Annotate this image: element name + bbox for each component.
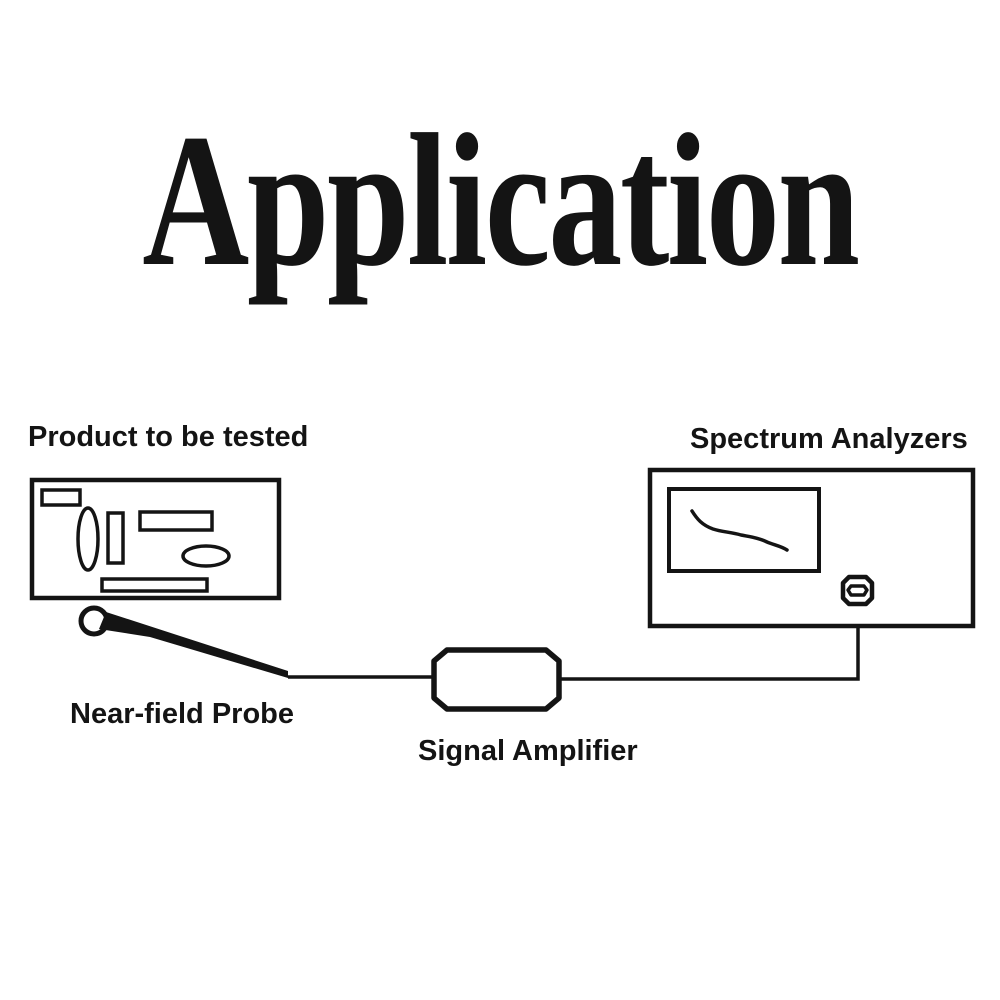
product-label: Product to be tested: [28, 421, 309, 453]
signal-amplifier-icon: [431, 647, 562, 712]
probe-shaft: [99, 612, 288, 678]
analyzer-trace-curve: [690, 509, 789, 552]
board-component-vertical: [106, 511, 125, 565]
near-field-probe-label: Near-field Probe: [70, 698, 294, 730]
amplifier-body: [431, 647, 562, 712]
board-capacitor: [76, 506, 100, 572]
amplifier-to-analyzer-wire: [559, 604, 860, 681]
page-title: Application: [142, 96, 860, 306]
board-slot-bottom: [100, 577, 209, 593]
near-field-probe-icon: [78, 605, 288, 678]
spectrum-analyzers-label: Spectrum Analyzers: [690, 423, 968, 455]
analyzer-connector-inner: [846, 584, 869, 597]
board-chip-top-left: [40, 488, 82, 507]
board-oval-component: [181, 544, 231, 568]
board-chip-center: [138, 510, 214, 532]
circuit-board-icon: [29, 477, 282, 601]
signal-amplifier-label: Signal Amplifier: [418, 735, 638, 767]
spectrum-analyzer-icon: [647, 467, 976, 629]
analyzer-screen: [667, 487, 821, 573]
